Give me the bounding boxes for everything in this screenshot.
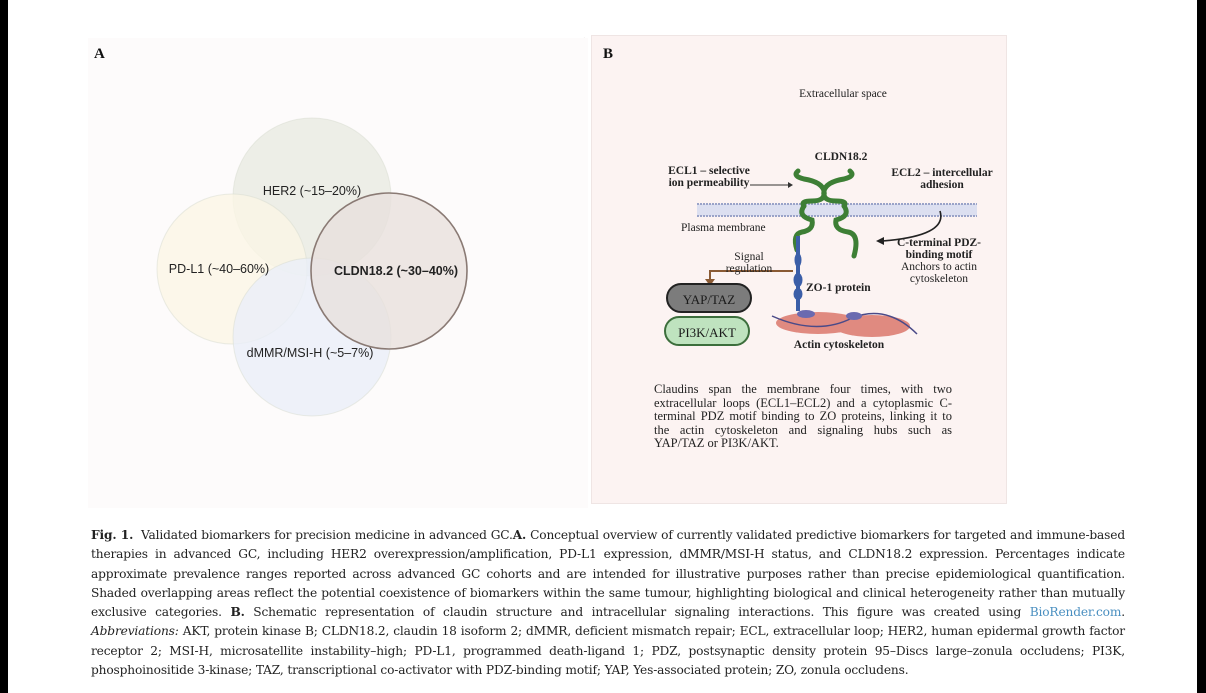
venn-diagram — [156, 117, 468, 417]
plasma-membrane-graphic — [697, 203, 977, 217]
ecl2-label-line2: adhesion — [920, 179, 964, 191]
ecl2-label: ECL2 – intercellular adhesion — [891, 167, 992, 191]
cterminal-label-line2: binding motif — [905, 249, 973, 261]
ecl1-label: ECL1 – selective ion permeability — [668, 165, 750, 189]
caption-a-text: Conceptual overview of currently validat… — [91, 528, 1125, 620]
cterminal-label-line1: C-terminal PDZ- — [897, 237, 981, 249]
cterminal-label: C-terminal PDZ- binding motif — [897, 237, 981, 261]
anchor-label-line2: cytoskeleton — [909, 273, 969, 285]
claudin-protein-graphic — [792, 168, 859, 259]
figure-caption: Fig. 1. Validated biomarkers for precisi… — [91, 528, 1125, 678]
anchor-label-line1: Anchors to actin — [900, 261, 978, 273]
zo1-label: ZO-1 protein — [806, 282, 871, 294]
page: A HER2 (~15–20%) PD-L1 (~40–60%) dMMR/MS… — [8, 0, 1197, 693]
caption-abbr-text: AKT, protein kinase B; CLDN18.2, claudin… — [91, 624, 1125, 678]
zo1-protein-graphic — [793, 236, 803, 311]
venn-label-her2: HER2 (~15–20%) — [262, 184, 362, 198]
pi3k-akt-pill: PI3K/AKT — [664, 316, 750, 346]
caption-abbr-label: Abbreviations: — [91, 624, 179, 639]
caption-title: Validated biomarkers for precision medic… — [141, 528, 513, 542]
venn-label-dmmr: dMMR/MSI-H (~5–7%) — [246, 346, 374, 360]
cldn18-label: CLDN18.2 — [814, 151, 868, 163]
venn-label-pdl1: PD-L1 (~40–60%) — [168, 262, 270, 276]
yap-taz-pill: YAP/TAZ — [666, 283, 752, 313]
venn-label-cldn18: CLDN18.2 (~30–40%) — [333, 264, 459, 278]
ecl1-arrow — [750, 182, 793, 188]
ecl1-label-line1: ECL1 – selective — [668, 165, 750, 177]
caption-a-label: A. — [512, 528, 527, 542]
panel-b-letter: B — [603, 46, 614, 62]
panel-a: A HER2 (~15–20%) PD-L1 (~40–60%) dMMR/MS… — [88, 38, 588, 508]
venn-circle-cldn18 — [310, 192, 468, 350]
ecl2-label-line1: ECL2 – intercellular — [891, 167, 993, 179]
panel-b: B — [591, 35, 1007, 504]
caption-b-label: B. — [230, 605, 245, 620]
claudin-schematic — [697, 168, 977, 337]
panel-b-description: Claudins span the membrane four times, w… — [654, 382, 952, 450]
cterm-arrow — [876, 210, 942, 245]
biorender-link[interactable]: BioRender.com — [1029, 605, 1122, 620]
signal-regulation-label: Signal regulation — [726, 251, 773, 275]
ecl1-label-line2: ion permeability — [668, 177, 750, 189]
caption-b-text: Schematic representation of claudin stru… — [253, 605, 1022, 620]
extracellular-space-label: Extracellular space — [799, 88, 887, 100]
signal-label-line2: regulation — [725, 263, 773, 275]
signal-label-line1: Signal — [734, 251, 764, 263]
actin-cytoskeleton-label: Actin cytoskeleton — [793, 339, 885, 351]
actin-filament-graphic — [771, 310, 918, 337]
signal-regulation-arrow — [705, 270, 793, 286]
panel-a-letter: A — [94, 46, 105, 62]
caption-fig-label: Fig. 1. — [91, 528, 134, 542]
anchor-label: Anchors to actin cytoskeleton — [901, 261, 977, 285]
plasma-membrane-label: Plasma membrane — [681, 222, 766, 234]
